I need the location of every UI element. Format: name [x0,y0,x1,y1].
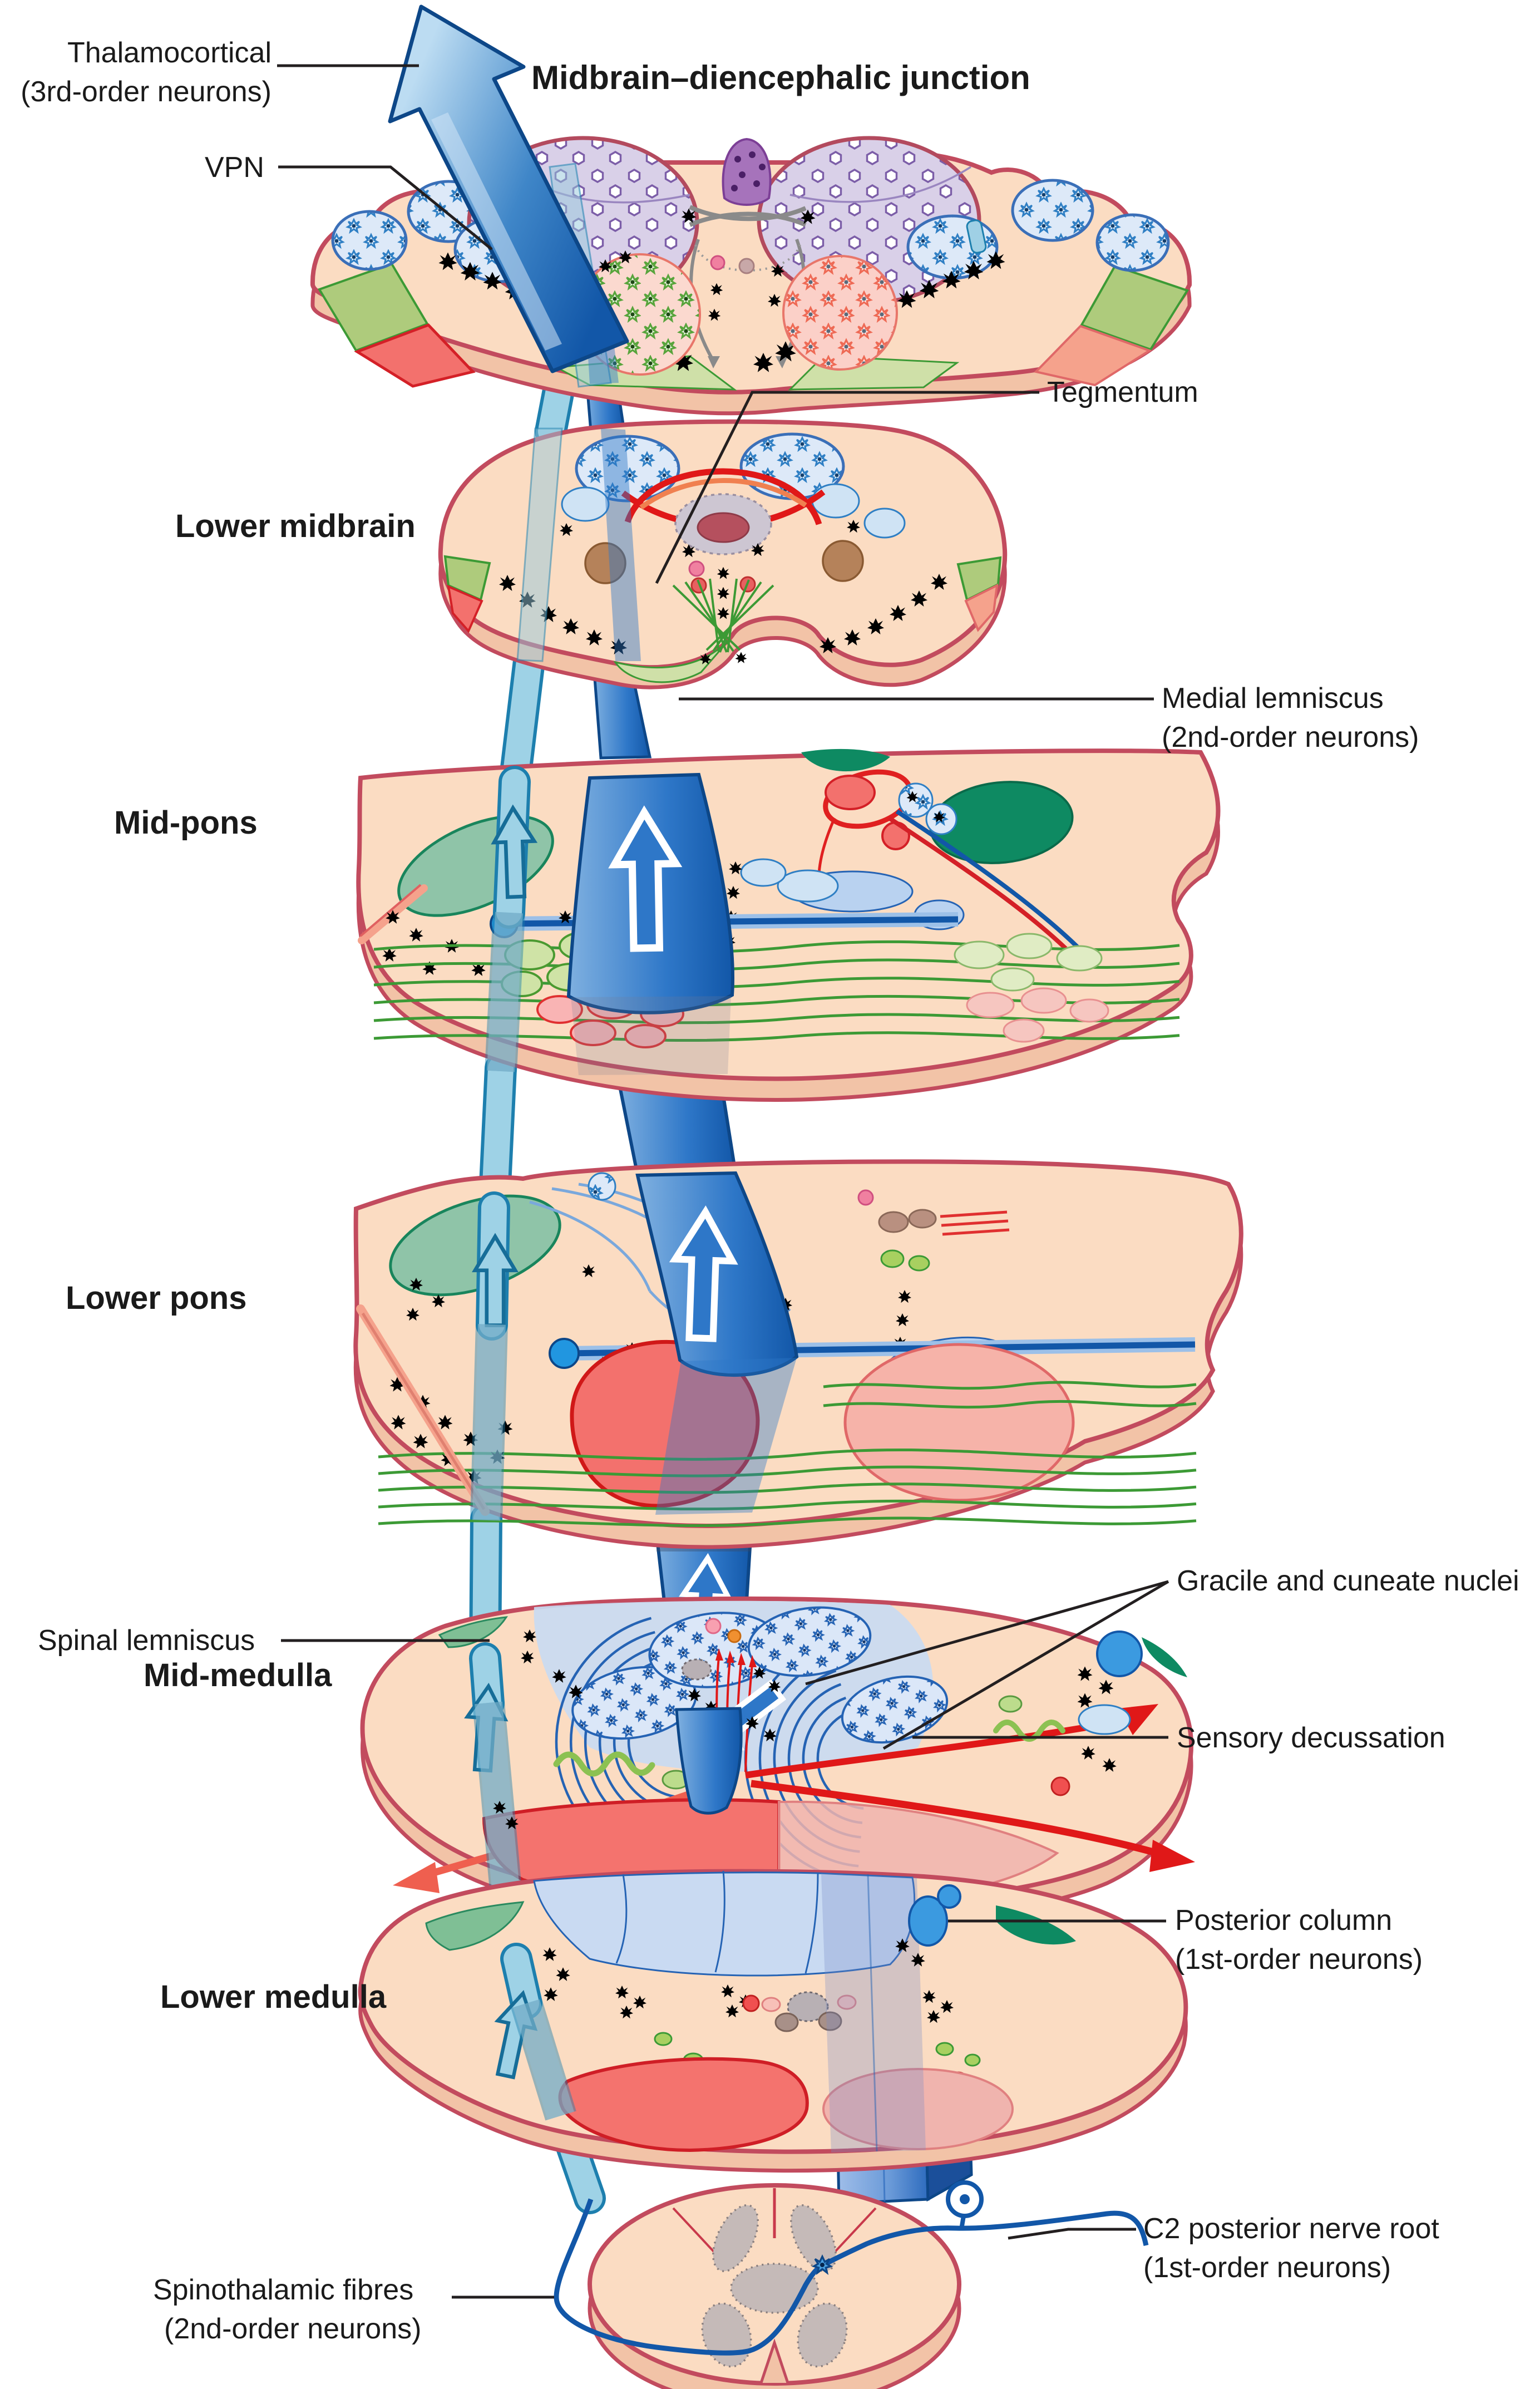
leader-tegmentum [655,391,1039,584]
transverse-pontine-fibres-lower [378,1448,1197,1527]
section-lower-pons [353,1159,1243,1549]
section-lower-midbrain [438,419,1008,689]
section-mid-medulla [360,1596,1195,1927]
spinothalamic-fibre [554,2198,1149,2356]
dorsal-root-ganglion [946,2180,984,2230]
label-spinal-lemniscus: Spinal lemniscus [38,1624,255,1657]
section-mid-pons [356,748,1221,1102]
label-thalamocortical-1: Thalamocortical [67,37,272,69]
gracile-nucleus [747,1606,872,1677]
leader-c2-root [1008,2228,1136,2240]
thalamocortical-arrow [388,4,629,373]
labels: Midbrain–diencephalic junction Thalamoco… [21,37,1519,2345]
red-nucleus [782,255,898,371]
section-lower-medulla [358,1869,1188,2173]
spinal-cord [554,2180,1149,2389]
label-lower-medulla: Lower medulla [160,1979,387,2015]
label-c2-root-1: C2 posterior nerve root [1143,2213,1439,2245]
label-posterior-column-1: Posterior column [1175,1904,1392,1937]
label-spinothalamic-2: (2nd-order neurons) [164,2313,421,2345]
section-midbrain-diencephalic [310,136,1192,416]
label-sensory-decussation: Sensory decussation [1177,1722,1445,1754]
figure-title: Midbrain–diencephalic junction [531,59,1030,96]
label-medial-lemniscus-1: Medial lemniscus [1162,682,1384,715]
label-lower-midbrain: Lower midbrain [175,508,416,544]
label-c2-root-2: (1st-order neurons) [1143,2252,1391,2284]
leader-cuneate [882,1580,1169,1750]
label-lower-pons: Lower pons [66,1280,246,1316]
label-mid-pons: Mid-pons [114,805,258,841]
label-medial-lemniscus-2: (2nd-order neurons) [1162,721,1419,753]
label-thalamocortical-2: (3rd-order neurons) [21,76,272,108]
leader-gracile [805,1580,1169,1686]
leader-lines [277,64,1169,2299]
label-spinothalamic-1: Spinothalamic fibres [153,2274,413,2306]
leader-vpn [278,165,493,250]
label-posterior-column-2: (1st-order neurons) [1175,1943,1423,1976]
label-mid-medulla: Mid-medulla [144,1657,332,1693]
label-vpn: VPN [205,151,264,184]
label-tegmentum: Tegmentum [1047,376,1198,408]
pineal [722,137,772,206]
label-gracile-cuneate: Gracile and cuneate nuclei [1177,1565,1519,1597]
